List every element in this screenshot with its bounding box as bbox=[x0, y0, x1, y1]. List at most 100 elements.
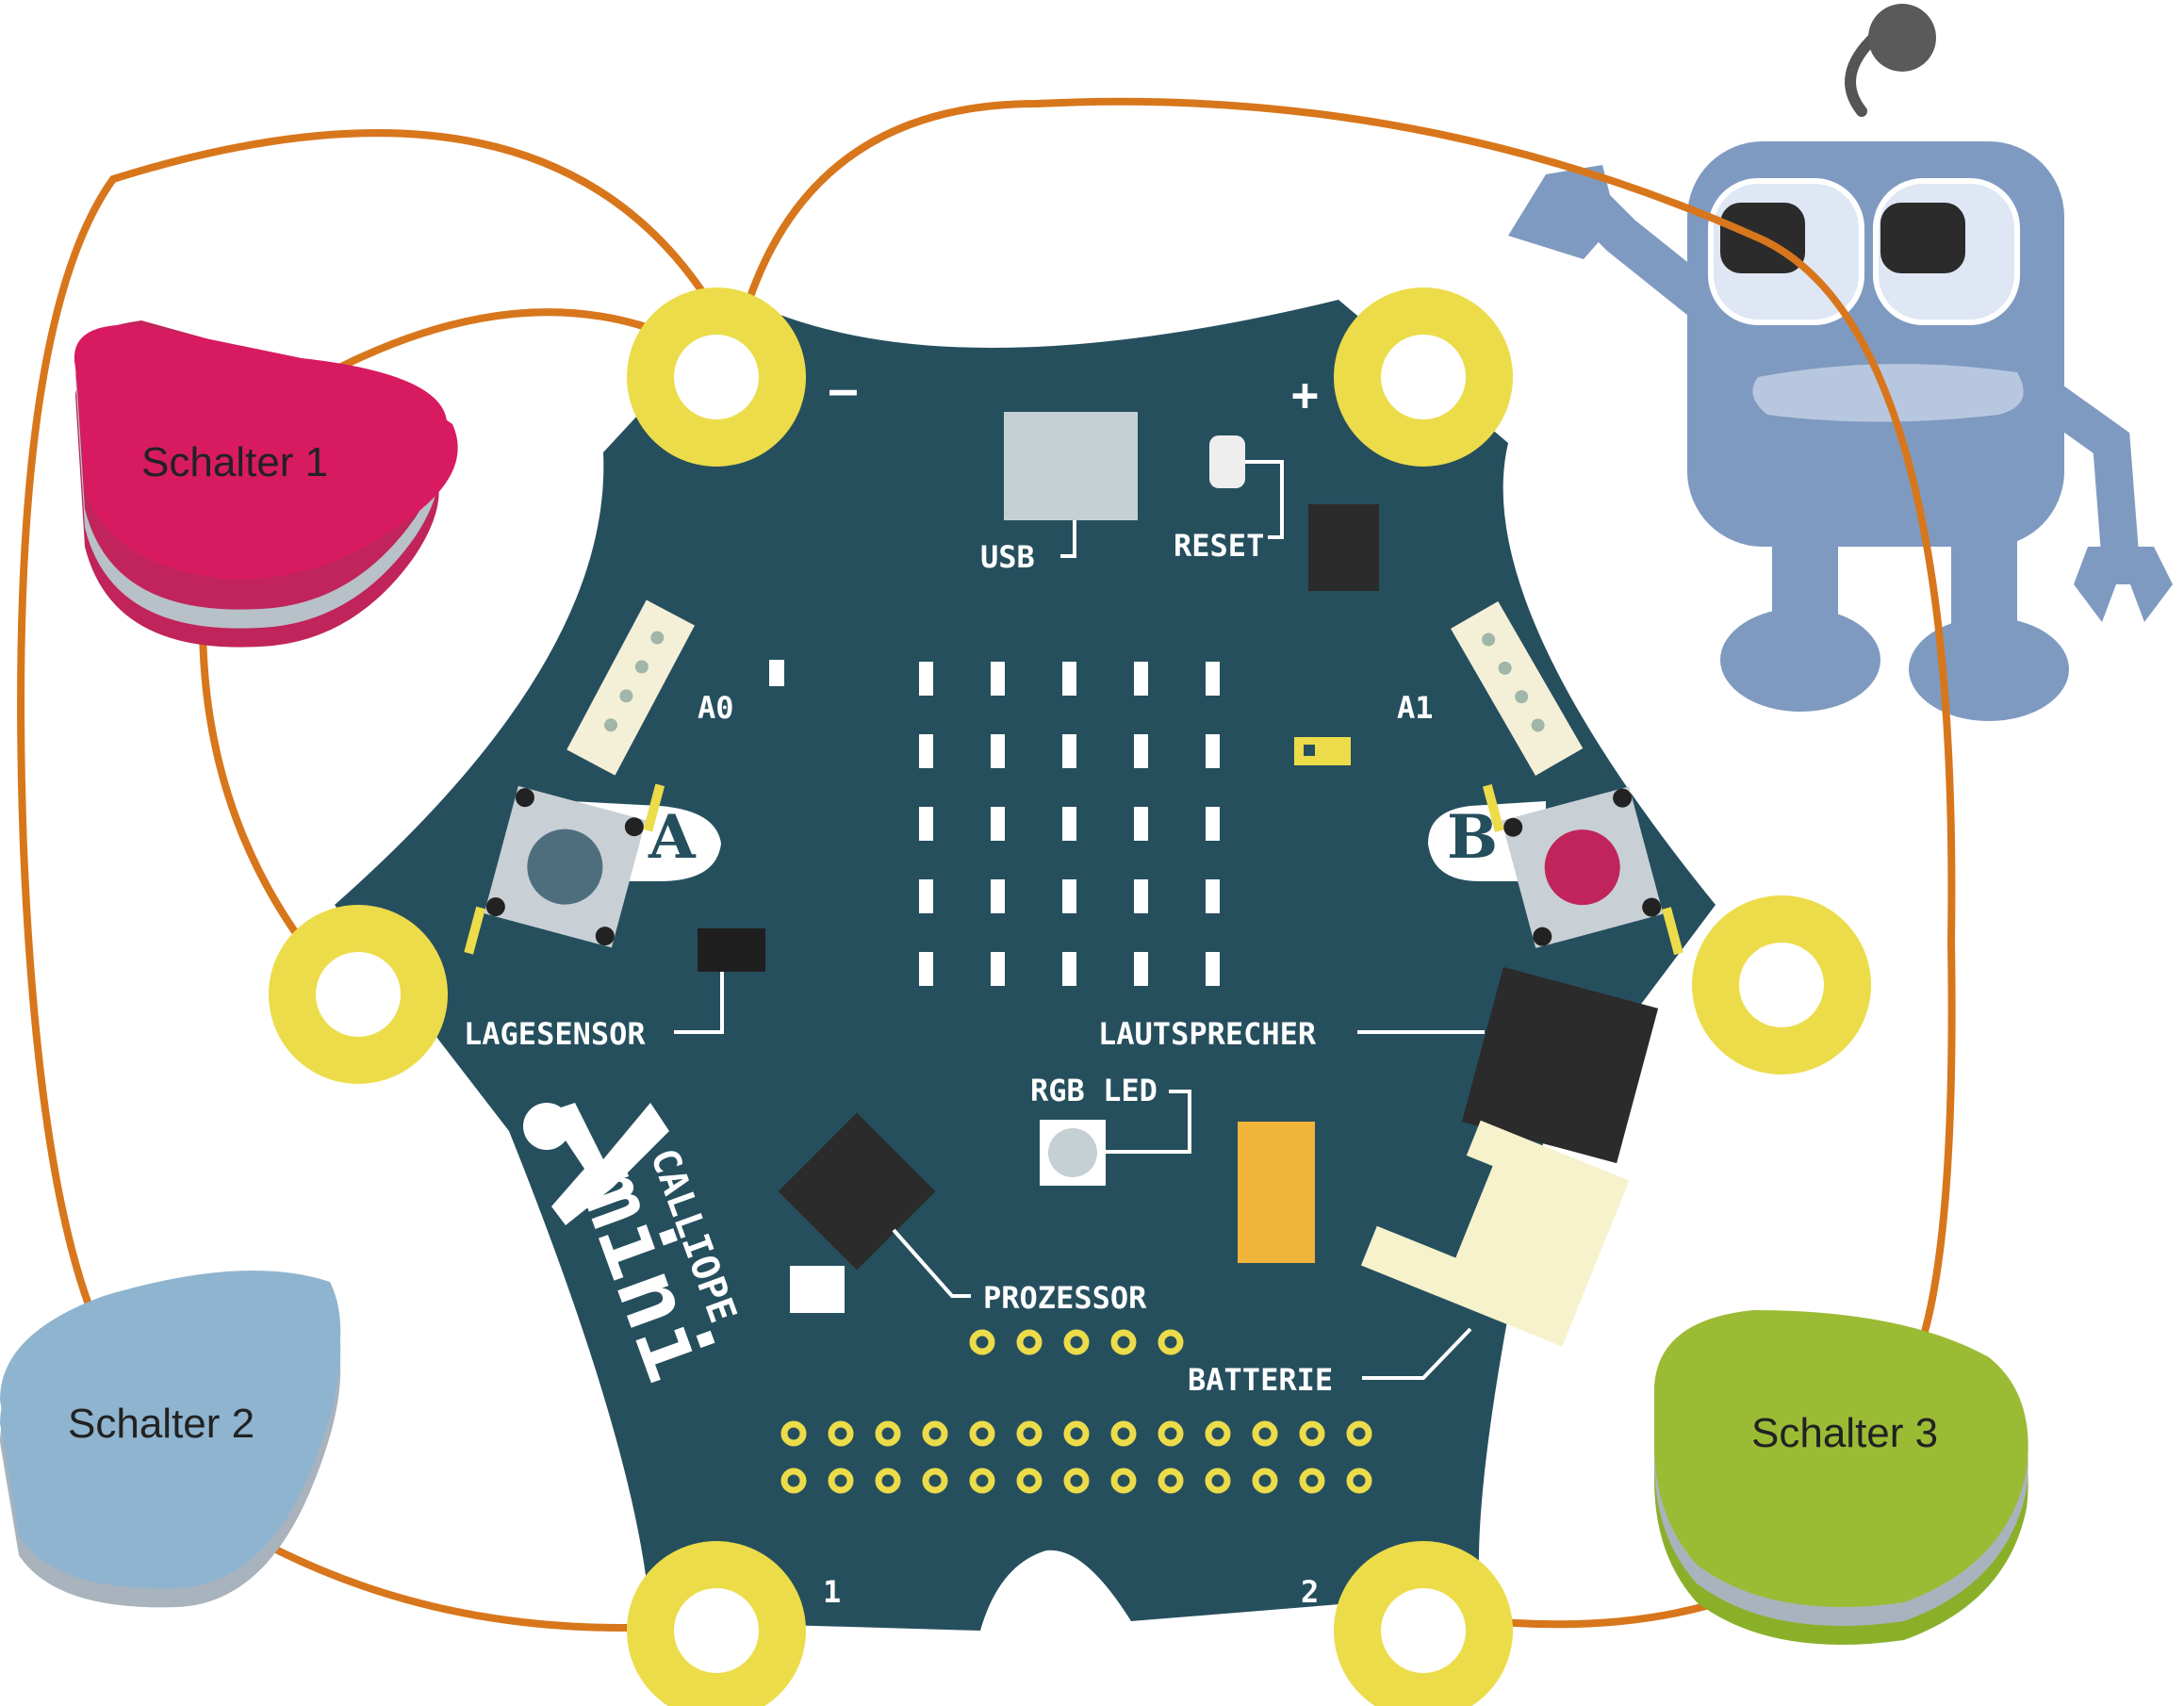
pad-2[interactable] bbox=[1334, 1541, 1513, 1706]
matrix-led bbox=[919, 807, 933, 841]
switch-1-label: Schalter 1 bbox=[141, 439, 328, 485]
pin-hole bbox=[1205, 1468, 1231, 1494]
wire-switch2-pin1 bbox=[265, 1542, 682, 1632]
pin-hole bbox=[828, 1420, 854, 1447]
pin-hole bbox=[922, 1468, 948, 1494]
rgb-led-label: RGB LED bbox=[1030, 1073, 1158, 1108]
status-led-right bbox=[1294, 737, 1351, 765]
matrix-led bbox=[1206, 734, 1220, 768]
usb-port bbox=[1004, 412, 1138, 520]
pin-hole bbox=[1205, 1420, 1231, 1447]
matrix-led bbox=[1062, 807, 1076, 841]
pin-hole bbox=[1299, 1468, 1325, 1494]
matrix-led bbox=[1062, 952, 1076, 986]
pin-hole bbox=[1016, 1329, 1043, 1355]
button-a-label: A bbox=[648, 802, 697, 873]
switch-3-label: Schalter 3 bbox=[1751, 1410, 1938, 1456]
wire-switch1-pin0 bbox=[199, 618, 324, 970]
pin-hole bbox=[1016, 1420, 1043, 1447]
matrix-led bbox=[991, 952, 1005, 986]
matrix-led bbox=[1062, 879, 1076, 913]
matrix-led bbox=[1134, 807, 1148, 841]
speaker bbox=[1461, 966, 1659, 1164]
matrix-led bbox=[1206, 662, 1220, 696]
pin-hole bbox=[922, 1420, 948, 1447]
matrix-led bbox=[1134, 734, 1148, 768]
pin1-label: 1 bbox=[823, 1574, 841, 1610]
a1-connector bbox=[1451, 601, 1584, 776]
lagesensor-label: LAGESENSOR bbox=[464, 1016, 646, 1052]
pin-hole bbox=[1016, 1468, 1043, 1494]
pads bbox=[269, 287, 1871, 1706]
plus-label: + bbox=[1291, 369, 1319, 421]
matrix-led bbox=[991, 662, 1005, 696]
button-b-label: B bbox=[1447, 802, 1498, 873]
pin-hole bbox=[828, 1468, 854, 1494]
pin2-label: 2 bbox=[1301, 1574, 1319, 1610]
lautsprecher-label: LAUTSPRECHER bbox=[1098, 1016, 1317, 1052]
matrix-led bbox=[991, 734, 1005, 768]
status-led-left bbox=[769, 660, 784, 686]
battery-connector bbox=[1360, 1120, 1630, 1347]
pin-hole bbox=[1110, 1329, 1137, 1355]
robot-mascot bbox=[1508, 4, 2173, 721]
pin-hole bbox=[969, 1329, 995, 1355]
matrix-led bbox=[1134, 952, 1148, 986]
pad-3[interactable] bbox=[1692, 895, 1871, 1074]
wire-outer-left bbox=[17, 129, 730, 1323]
pin-hole bbox=[1158, 1420, 1184, 1447]
button-a[interactable]: A bbox=[464, 747, 721, 992]
switch-3[interactable]: Schalter 3 bbox=[1654, 1310, 2028, 1645]
pin3-label: 3 bbox=[1706, 1070, 1724, 1106]
pin-hole bbox=[1252, 1468, 1278, 1494]
lagesensor-chip bbox=[698, 928, 765, 972]
pin-hole bbox=[875, 1420, 901, 1447]
matrix-led bbox=[991, 879, 1005, 913]
matrix-led bbox=[919, 734, 933, 768]
pin-hole bbox=[780, 1420, 807, 1447]
pin-hole bbox=[1158, 1329, 1184, 1355]
minus-label: – bbox=[829, 364, 857, 417]
wire-minus-robot bbox=[736, 97, 1956, 1342]
pad-1[interactable] bbox=[627, 1541, 806, 1706]
matrix-led bbox=[991, 807, 1005, 841]
led-matrix bbox=[919, 662, 1220, 986]
pad-0[interactable] bbox=[269, 905, 448, 1084]
pin-hole bbox=[780, 1468, 807, 1494]
matrix-led bbox=[1134, 879, 1148, 913]
pin0-label: 0 bbox=[415, 1070, 433, 1106]
matrix-led bbox=[919, 879, 933, 913]
pin-hole bbox=[1110, 1468, 1137, 1494]
wire-switch1-minus bbox=[336, 308, 682, 371]
pin-hole bbox=[969, 1468, 995, 1494]
switch-2[interactable]: Schalter 2 bbox=[0, 1271, 341, 1608]
matrix-led bbox=[1062, 734, 1076, 768]
a1-label: A1 bbox=[1397, 690, 1434, 726]
pin-hole bbox=[969, 1420, 995, 1447]
matrix-led bbox=[1206, 952, 1220, 986]
pad-minus[interactable] bbox=[627, 287, 806, 467]
pad-plus[interactable] bbox=[1334, 287, 1513, 467]
pin-hole bbox=[1063, 1468, 1090, 1494]
a0-label: A0 bbox=[698, 690, 734, 726]
pin-hole bbox=[1252, 1420, 1278, 1447]
button-b[interactable]: B bbox=[1428, 747, 1683, 992]
matrix-led bbox=[1062, 662, 1076, 696]
pin-hole bbox=[875, 1468, 901, 1494]
pin-holes bbox=[780, 1329, 1372, 1494]
matrix-led bbox=[1134, 662, 1148, 696]
reset-button[interactable] bbox=[1209, 435, 1245, 488]
prozessor-label: PROZESSOR bbox=[983, 1280, 1147, 1316]
matrix-led bbox=[1206, 879, 1220, 913]
pin-hole bbox=[1063, 1420, 1090, 1447]
pin-hole bbox=[1346, 1468, 1372, 1494]
matrix-led bbox=[1206, 807, 1220, 841]
batterie-label: BATTERIE bbox=[1188, 1362, 1333, 1398]
switch-1[interactable]: Schalter 1 bbox=[74, 320, 458, 648]
a0-connector bbox=[567, 599, 695, 776]
small-white-chip bbox=[790, 1266, 845, 1313]
orange-component bbox=[1238, 1122, 1315, 1263]
chip-top-right bbox=[1308, 504, 1379, 591]
usb-label: USB bbox=[980, 539, 1035, 575]
pin-hole bbox=[1063, 1329, 1090, 1355]
